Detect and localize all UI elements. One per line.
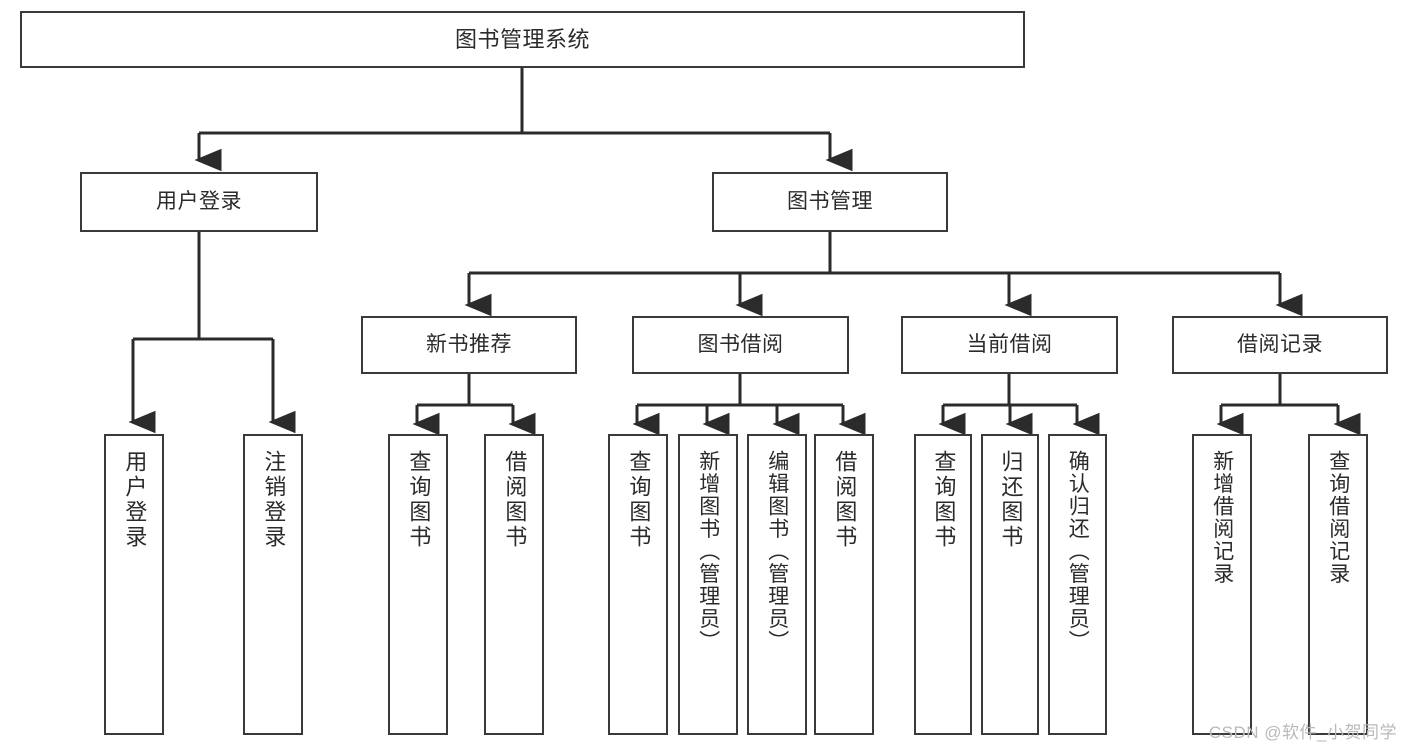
leaf-confirm-return-admin[interactable]: 确认归还（管理员） bbox=[1048, 434, 1107, 735]
node-label: 图书借阅 bbox=[697, 332, 784, 356]
leaf-add-book-admin[interactable]: 新增图书（管理员） bbox=[678, 434, 738, 735]
node-label: 图书管理系统 bbox=[454, 26, 590, 52]
node-book-management[interactable]: 图书管理 bbox=[712, 172, 948, 232]
leaf-query-book-recommend[interactable]: 查询图书 bbox=[388, 434, 448, 735]
leaf-add-borrow-record[interactable]: 新增借阅记录 bbox=[1192, 434, 1252, 735]
leaf-query-book-borrow[interactable]: 查询图书 bbox=[608, 434, 668, 735]
leaf-borrow-book-recommend[interactable]: 借阅图书 bbox=[484, 434, 544, 735]
node-label: 编辑图书（管理员） bbox=[765, 450, 789, 653]
node-label: 新书推荐 bbox=[426, 332, 512, 356]
leaf-edit-book-admin[interactable]: 编辑图书（管理员） bbox=[747, 434, 807, 735]
node-book-borrow[interactable]: 图书借阅 bbox=[632, 316, 849, 374]
node-new-book-recommend[interactable]: 新书推荐 bbox=[361, 316, 577, 374]
node-label: 当前借阅 bbox=[966, 332, 1053, 356]
node-label: 新增图书（管理员） bbox=[696, 450, 720, 653]
node-current-borrow[interactable]: 当前借阅 bbox=[901, 316, 1118, 374]
node-label: 归还图书 bbox=[998, 450, 1024, 550]
node-root-book-management-system[interactable]: 图书管理系统 bbox=[20, 11, 1025, 68]
leaf-user-login[interactable]: 用户登录 bbox=[104, 434, 164, 735]
watermark-text: CSDN @软件_小贺同学 bbox=[1208, 723, 1397, 742]
node-label: 用户登录 bbox=[122, 450, 148, 550]
leaf-query-book-current[interactable]: 查询图书 bbox=[914, 434, 972, 735]
node-borrow-record[interactable]: 借阅记录 bbox=[1172, 316, 1388, 374]
node-label: 查询借阅记录 bbox=[1326, 450, 1350, 585]
node-label: 确认归还（管理员） bbox=[1066, 450, 1090, 653]
node-label: 注销登录 bbox=[261, 450, 287, 550]
node-label: 查询图书 bbox=[626, 450, 652, 550]
node-label: 图书管理 bbox=[787, 189, 873, 213]
node-label: 查询图书 bbox=[406, 450, 432, 550]
node-label: 新增借阅记录 bbox=[1210, 450, 1234, 585]
leaf-query-borrow-record[interactable]: 查询借阅记录 bbox=[1308, 434, 1368, 735]
leaf-borrow-book-borrow[interactable]: 借阅图书 bbox=[814, 434, 874, 735]
node-label: 借阅图书 bbox=[832, 450, 858, 550]
node-label: 借阅记录 bbox=[1237, 332, 1323, 356]
leaf-return-book[interactable]: 归还图书 bbox=[981, 434, 1039, 735]
leaf-logout[interactable]: 注销登录 bbox=[243, 434, 303, 735]
node-user-login[interactable]: 用户登录 bbox=[80, 172, 318, 232]
node-label: 查询图书 bbox=[931, 450, 957, 550]
node-label: 用户登录 bbox=[156, 189, 242, 213]
node-label: 借阅图书 bbox=[502, 450, 528, 550]
